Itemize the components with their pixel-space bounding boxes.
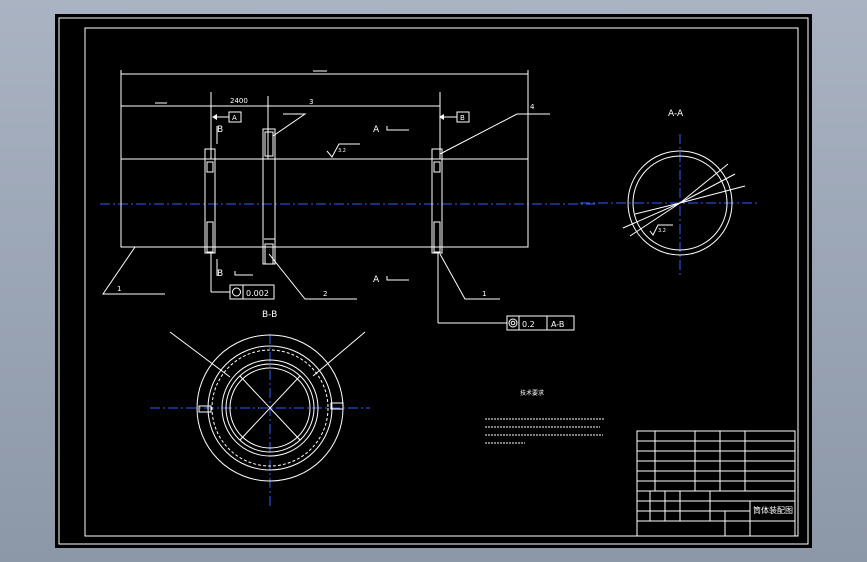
cylinder-body bbox=[120, 158, 529, 248]
middle-gear-ring bbox=[262, 128, 276, 265]
roughness-symbol bbox=[326, 143, 360, 158]
tech-req-title: 技术要求 bbox=[520, 389, 544, 397]
datum-a-label: A bbox=[232, 114, 237, 122]
outer-border bbox=[58, 17, 809, 545]
datum-b-label: B bbox=[460, 114, 465, 122]
datum-a-box bbox=[212, 111, 242, 123]
dim-2400: 2400 bbox=[230, 97, 248, 105]
section-a-top-arrow bbox=[386, 126, 409, 131]
tol-roundness-frame bbox=[211, 284, 275, 300]
title-block bbox=[636, 430, 796, 537]
datum-b-box bbox=[439, 111, 470, 123]
balloon-3: 3 bbox=[309, 98, 313, 106]
section-a-bottom: A bbox=[373, 275, 380, 285]
section-b-top: B bbox=[217, 125, 223, 135]
section-aa-view bbox=[580, 134, 760, 276]
section-b-bottom: B bbox=[217, 269, 223, 279]
section-bb-label: B-B bbox=[262, 310, 277, 320]
leaders bbox=[102, 113, 550, 300]
balloon-2: 2 bbox=[323, 290, 327, 298]
tol-runout-value: 0.2 bbox=[522, 320, 535, 329]
title-block-name: 筒体装配图 bbox=[753, 505, 793, 515]
section-b-arrow bbox=[234, 271, 253, 276]
cad-viewport[interactable]: 2400 1 2 3 4 1 A B bbox=[55, 14, 812, 548]
section-a-top: A bbox=[373, 125, 380, 135]
roughness-value: 3.2 bbox=[338, 148, 346, 154]
roughness-aa-value: 3.2 bbox=[658, 228, 666, 234]
inner-border bbox=[84, 27, 799, 537]
section-a-bottom-arrow bbox=[386, 276, 409, 281]
balloon-4: 4 bbox=[530, 103, 535, 111]
balloon-1-left: 1 bbox=[117, 285, 121, 293]
cad-drawing: 2400 1 2 3 4 1 A B bbox=[58, 17, 809, 545]
section-bb-view bbox=[150, 331, 370, 509]
balloon-1-right: 1 bbox=[482, 290, 486, 298]
right-support-ring bbox=[431, 148, 443, 314]
left-support-ring bbox=[204, 148, 216, 284]
tol-runout-ref: A-B bbox=[551, 320, 564, 329]
section-aa-label: A-A bbox=[668, 109, 684, 119]
tol-roundness-value: 0.002 bbox=[246, 289, 269, 298]
tech-req-notes bbox=[485, 418, 605, 444]
tol-runout-frame bbox=[438, 315, 575, 331]
overall-dimension bbox=[120, 70, 529, 159]
